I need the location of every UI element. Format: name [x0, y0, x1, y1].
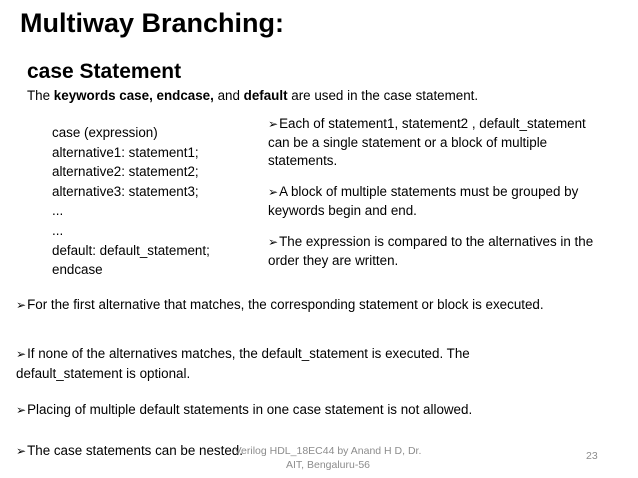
code-line: default: default_statement;: [52, 242, 210, 258]
code-line: alternative1: statement1;: [52, 144, 199, 160]
bullet-text: Placing of multiple default statements i…: [27, 402, 473, 417]
bullet: ➢The case statements can be nested.: [16, 441, 616, 461]
slide-subtitle: case Statement: [27, 60, 182, 83]
bullet: ➢If none of the alternatives matches, th…: [16, 344, 516, 383]
right-bullet: ➢The expression is compared to the alter…: [268, 233, 608, 270]
bullet-arrow-icon: ➢: [16, 444, 27, 458]
bullet: ➢Placing of multiple default statements …: [16, 400, 616, 420]
slide-title: Multiway Branching:: [20, 8, 285, 38]
code-line: ...: [52, 222, 64, 238]
intro-prefix: The: [27, 88, 54, 103]
code-line: case (expression): [52, 125, 158, 140]
bullet-text: If none of the alternatives matches, the…: [16, 346, 470, 381]
bullet-arrow-icon: ➢: [268, 235, 279, 249]
bullet-arrow-icon: ➢: [16, 347, 27, 361]
intro-text: The keywords case, endcase, and default …: [27, 88, 478, 103]
right-bullet-text: A block of multiple statements must be g…: [268, 184, 579, 218]
bullet-arrow-icon: ➢: [16, 298, 27, 312]
bullet-arrow-icon: ➢: [16, 403, 27, 417]
code-line: endcase: [52, 262, 103, 278]
right-bullet: ➢A block of multiple statements must be …: [268, 183, 608, 220]
bullet-text: For the first alternative that matches, …: [27, 297, 544, 312]
intro-suffix: are used in the case statement.: [287, 88, 479, 103]
bullet-text: The case statements can be nested.: [27, 443, 243, 458]
right-bullet-text: The expression is compared to the altern…: [268, 234, 594, 268]
code-line: alternative3: statement3;: [52, 183, 199, 199]
intro-default-keyword: default: [243, 88, 288, 103]
right-bullet-text: Each of statement1, statement2 , default…: [268, 116, 586, 168]
code-line: alternative2: statement2;: [52, 164, 199, 180]
slide-footer: Verilog HDL_18EC44 by Anand H D, Dr. AIT…: [234, 445, 422, 471]
bullet: ➢For the first alternative that matches,…: [16, 295, 616, 315]
code-line: ...: [52, 203, 64, 219]
bullet-arrow-icon: ➢: [268, 117, 279, 131]
intro-middle: and: [213, 88, 244, 103]
intro-keywords: keywords case, endcase,: [53, 88, 214, 103]
right-bullet: ➢Each of statement1, statement2 , defaul…: [268, 115, 608, 171]
page-number: 23: [586, 450, 598, 462]
bullet-arrow-icon: ➢: [268, 185, 279, 199]
code-block: case (expression) alternative1: statemen…: [52, 123, 210, 280]
